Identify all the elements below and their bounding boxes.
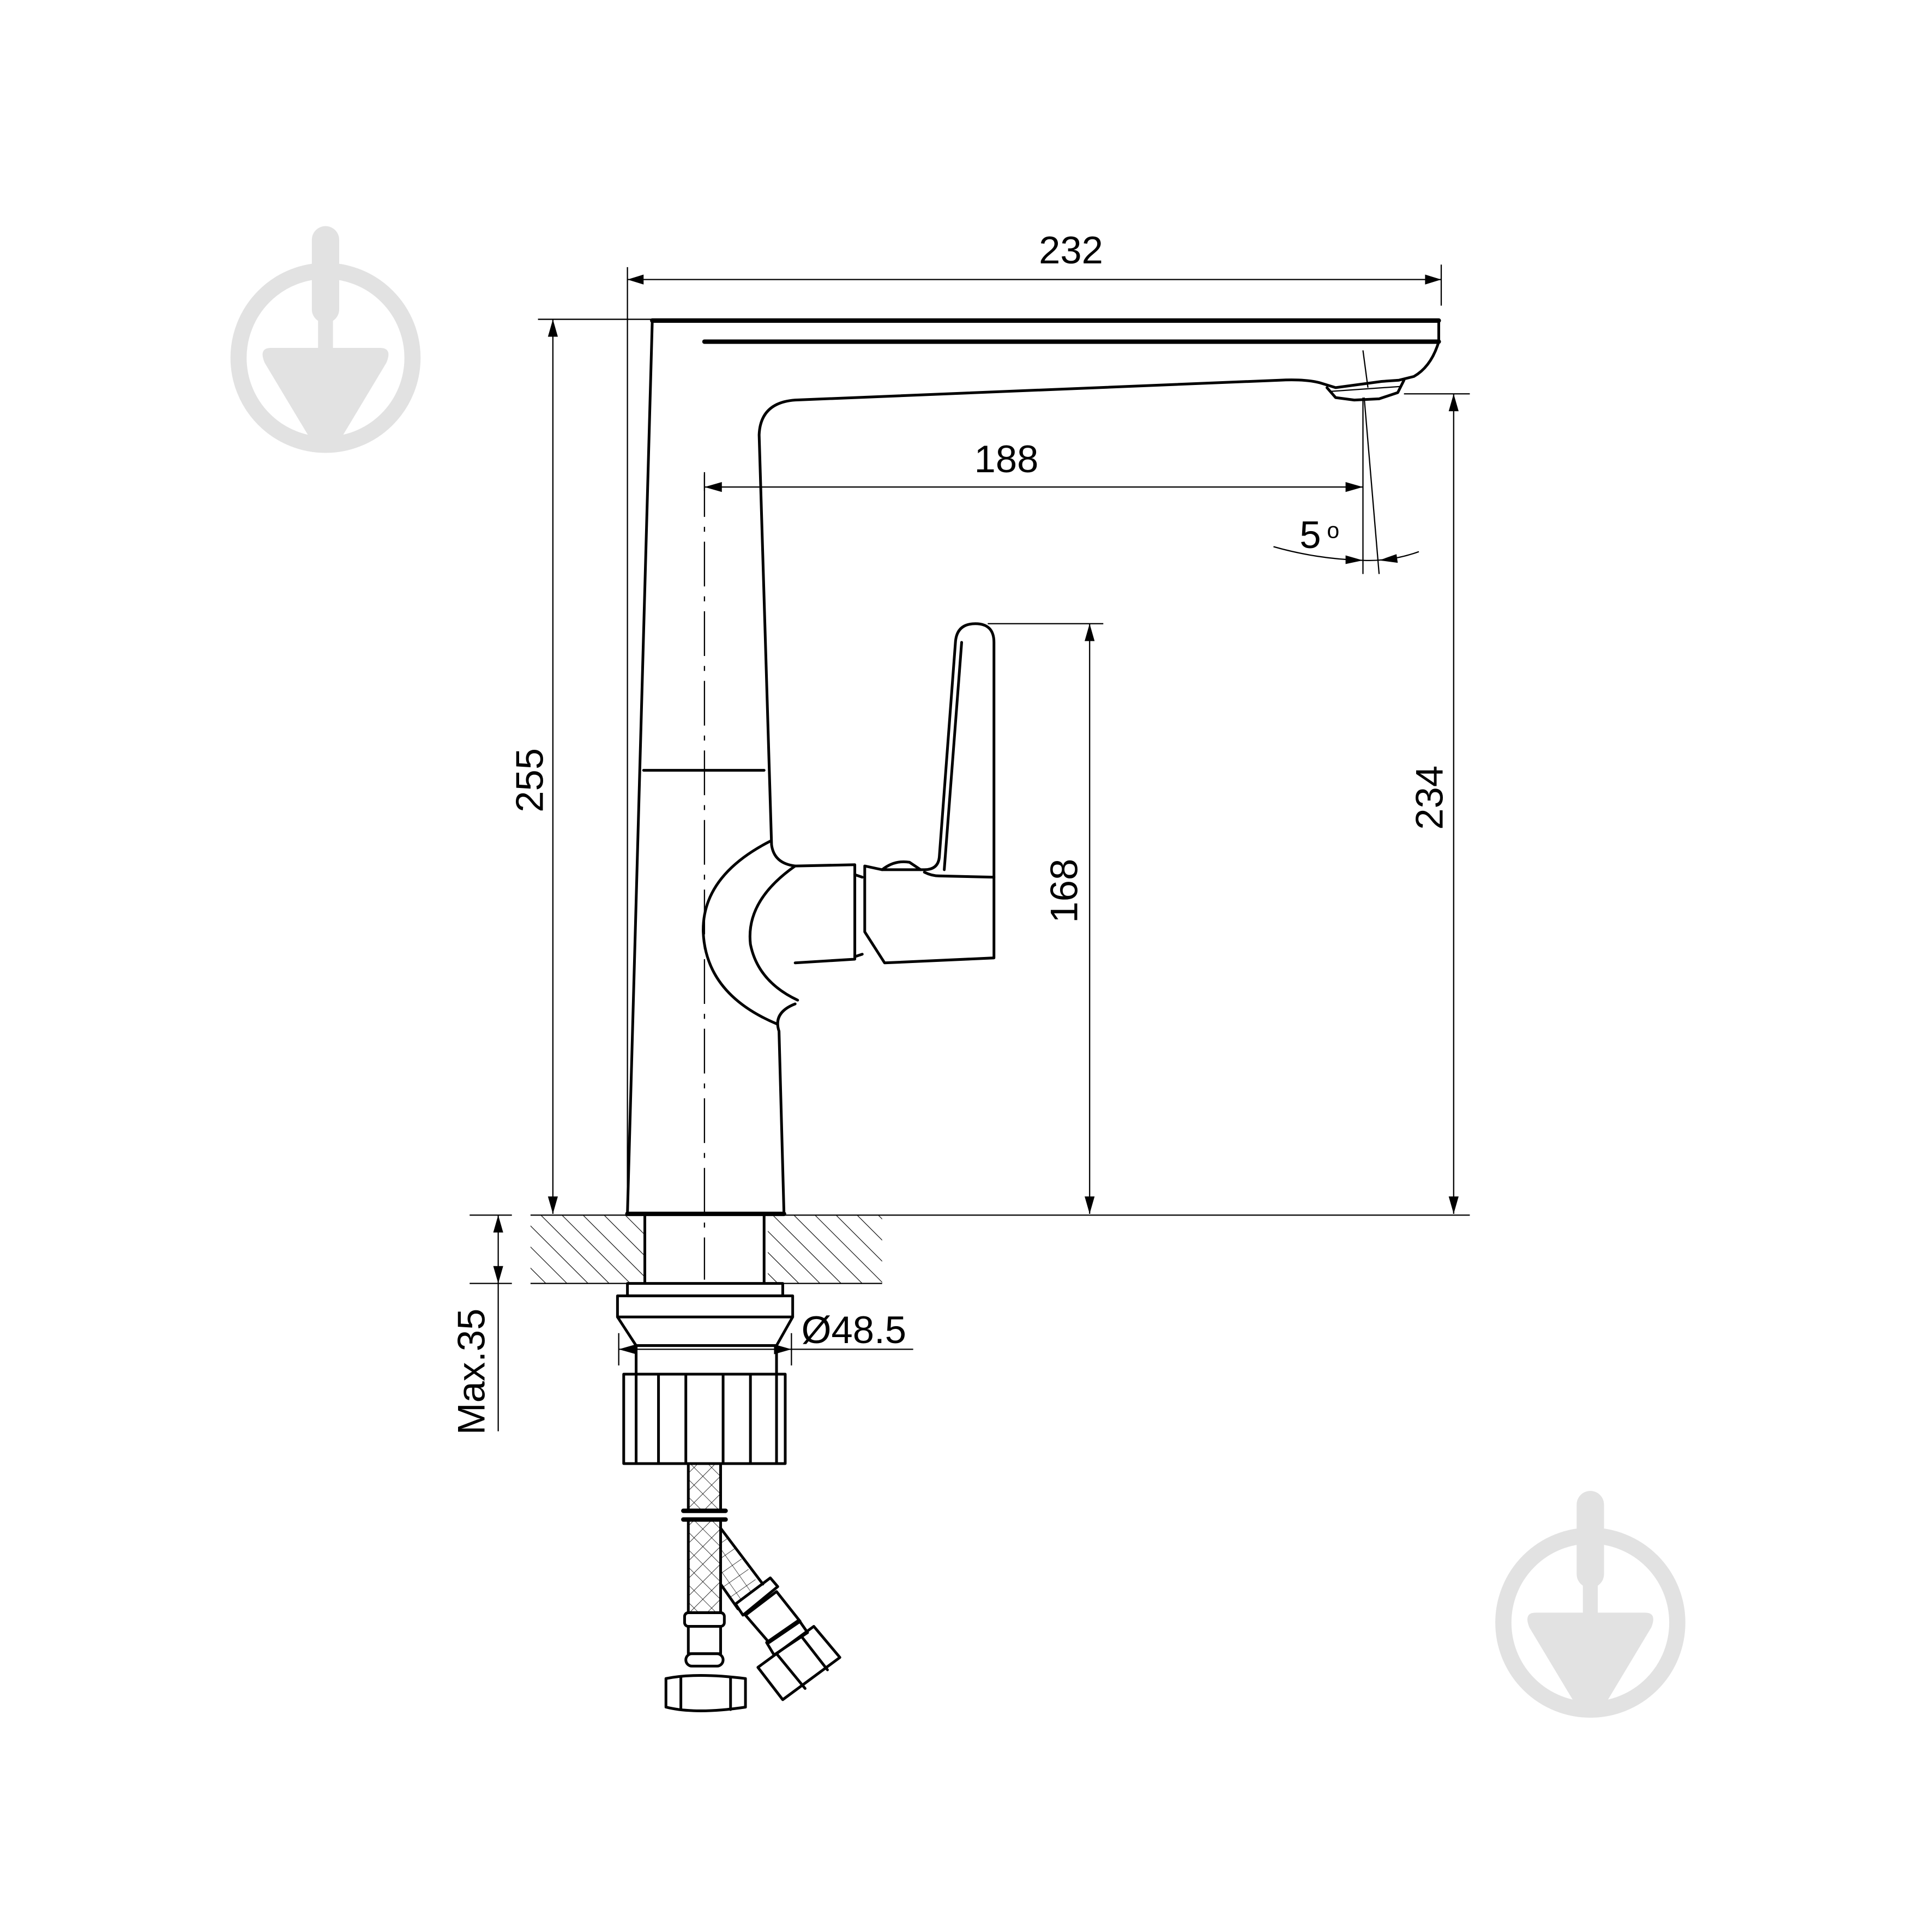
dimension-deck-thickness: Max.35 bbox=[450, 1214, 512, 1435]
label-overall-height: 255 bbox=[508, 748, 551, 812]
supply-hoses bbox=[664, 1462, 841, 1712]
spout-centerline bbox=[1362, 350, 1369, 388]
watermark-logo-bottom-right bbox=[1495, 1491, 1686, 1718]
label-degree-symbol: o bbox=[1327, 518, 1339, 543]
label-spout-reach: 188 bbox=[974, 437, 1039, 480]
dimension-shank-diameter: Ø48.5 bbox=[618, 1308, 913, 1366]
dimension-spout-height: 234 bbox=[1404, 393, 1470, 1214]
trowel-icon bbox=[1495, 1491, 1686, 1718]
label-deck-thickness: Max.35 bbox=[450, 1309, 493, 1435]
lever-handle bbox=[863, 622, 996, 965]
label-handle-height: 168 bbox=[1042, 859, 1085, 923]
trowel-icon bbox=[230, 226, 421, 453]
dimension-spout-reach: 188 bbox=[703, 437, 1363, 492]
deck-section bbox=[530, 1213, 1470, 1285]
mixer-cartridge bbox=[702, 840, 864, 1025]
dimension-overall-reach: 232 bbox=[627, 228, 1442, 1212]
label-shank-diameter: Ø48.5 bbox=[802, 1308, 906, 1351]
mounting-nut bbox=[616, 1282, 795, 1465]
label-spout-height: 234 bbox=[1407, 766, 1450, 830]
dimension-handle-height: 168 bbox=[988, 623, 1104, 1214]
label-spout-angle: 5 bbox=[1299, 513, 1321, 556]
dimension-spout-angle: 5 o bbox=[1273, 398, 1419, 574]
watermark-logo-top-left bbox=[230, 226, 421, 453]
label-overall-reach: 232 bbox=[1039, 228, 1103, 272]
dimension-overall-height: 255 bbox=[508, 318, 653, 1214]
